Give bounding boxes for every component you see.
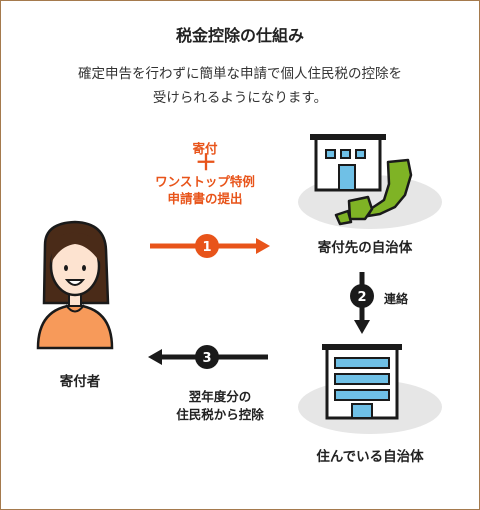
step1-label-line3: 申請書の提出 [167,191,243,206]
description-line-1: 確定申告を行わずに簡単な申請で個人住民税の控除を [78,66,402,82]
donor-person-icon [36,220,114,350]
step3-arrow [148,345,268,369]
donor-label: 寄付者 [59,374,101,390]
step3-label-line2: 住民税から控除 [176,407,264,422]
step1-arrow [150,234,270,258]
step1-label-line2: ワンストップ特例 [155,174,255,189]
step1-badge [195,234,219,258]
home-label: 住んでいる自治体 [316,449,424,465]
step1-label: 寄付 ワンストップ特例 申請書の提出 [120,140,290,207]
step2-arrow [350,272,374,334]
home-building-icon [322,344,402,420]
page-title: 税金控除の仕組み [175,26,304,45]
step3-number: 3 [202,351,211,366]
description: 確定申告を行わずに簡単な申請で個人住民税の控除を 受けられるようになります。 [30,62,450,110]
japan-map-icon [334,158,413,226]
step3-label: 翌年度分の 住民税から控除 [145,388,295,424]
step3-label-line1: 翌年度分の [188,389,252,404]
description-line-2: 受けられるようになります。 [152,90,328,106]
step3-badge [195,345,219,369]
step2-badge [350,284,374,308]
destination-building-icon [310,134,386,192]
step1-label-top: 寄付 [192,141,218,156]
step2-number: 2 [357,290,366,305]
destination-label: 寄付先の自治体 [317,240,413,256]
step1-number: 1 [202,240,211,255]
step2-label: 連絡 [384,292,409,306]
plus-sign: ＋ [195,151,218,176]
